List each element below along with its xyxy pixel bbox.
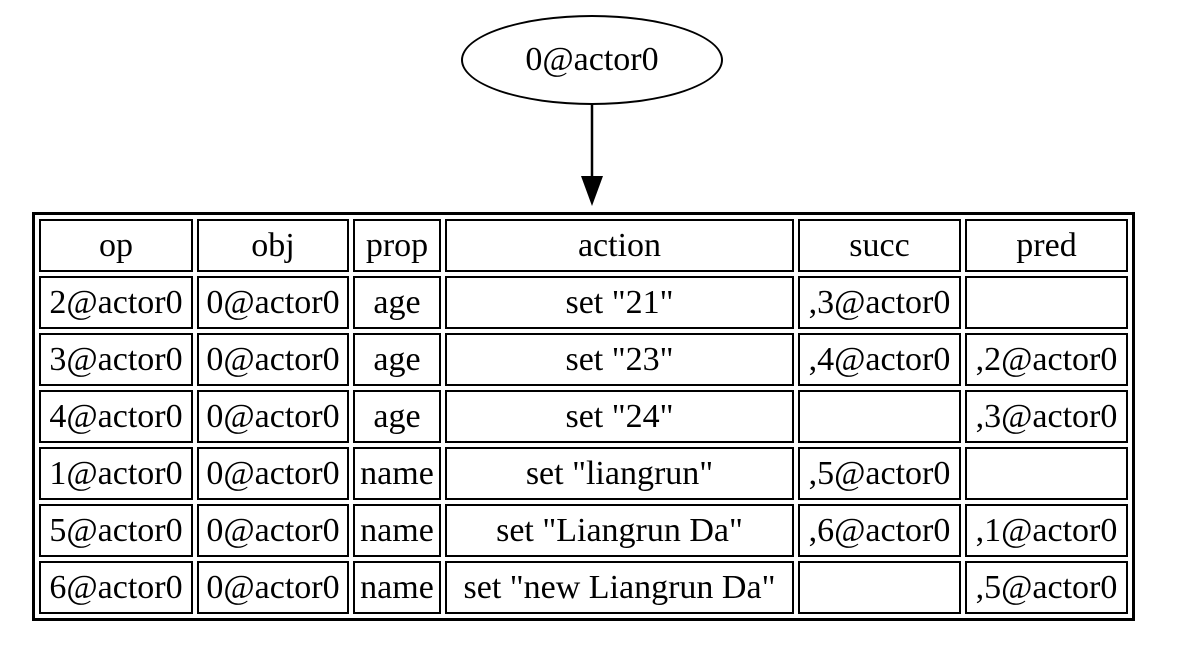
cell-action: set "24"	[445, 390, 794, 443]
ops-table: op obj prop action succ pred 2@actor0 0@…	[32, 212, 1135, 621]
cell-action: set "Liangrun Da"	[445, 504, 794, 557]
cell-action: set "new Liangrun Da"	[445, 561, 794, 614]
cell-succ	[798, 390, 961, 443]
cell-obj: 0@actor0	[197, 504, 349, 557]
table-header-row: op obj prop action succ pred	[39, 219, 1128, 272]
header-op: op	[39, 219, 193, 272]
root-node-label: 0@actor0	[525, 41, 659, 78]
cell-op: 2@actor0	[39, 276, 193, 329]
table-row: 6@actor0 0@actor0 name set "new Liangrun…	[39, 561, 1128, 614]
cell-op: 3@actor0	[39, 333, 193, 386]
cell-op: 5@actor0	[39, 504, 193, 557]
cell-op: 4@actor0	[39, 390, 193, 443]
arrowhead	[581, 176, 603, 206]
cell-obj: 0@actor0	[197, 333, 349, 386]
cell-pred: ,3@actor0	[965, 390, 1128, 443]
cell-prop: age	[353, 276, 441, 329]
cell-action: set "23"	[445, 333, 794, 386]
header-action: action	[445, 219, 794, 272]
cell-succ: ,4@actor0	[798, 333, 961, 386]
cell-succ	[798, 561, 961, 614]
cell-succ: ,3@actor0	[798, 276, 961, 329]
cell-prop: age	[353, 390, 441, 443]
cell-action: set "21"	[445, 276, 794, 329]
cell-obj: 0@actor0	[197, 276, 349, 329]
cell-prop: name	[353, 561, 441, 614]
cell-prop: name	[353, 504, 441, 557]
cell-obj: 0@actor0	[197, 447, 349, 500]
cell-pred: ,2@actor0	[965, 333, 1128, 386]
cell-succ: ,5@actor0	[798, 447, 961, 500]
cell-prop: age	[353, 333, 441, 386]
cell-op: 6@actor0	[39, 561, 193, 614]
table-row: 5@actor0 0@actor0 name set "Liangrun Da"…	[39, 504, 1128, 557]
cell-pred: ,1@actor0	[965, 504, 1128, 557]
edge-arrow	[581, 105, 603, 206]
cell-action: set "liangrun"	[445, 447, 794, 500]
cell-pred: ,5@actor0	[965, 561, 1128, 614]
root-node: 0@actor0	[461, 15, 723, 105]
table-row: 3@actor0 0@actor0 age set "23" ,4@actor0…	[39, 333, 1128, 386]
header-prop: prop	[353, 219, 441, 272]
cell-pred	[965, 447, 1128, 500]
cell-prop: name	[353, 447, 441, 500]
header-obj: obj	[197, 219, 349, 272]
cell-obj: 0@actor0	[197, 390, 349, 443]
cell-pred	[965, 276, 1128, 329]
cell-obj: 0@actor0	[197, 561, 349, 614]
cell-op: 1@actor0	[39, 447, 193, 500]
table-row: 2@actor0 0@actor0 age set "21" ,3@actor0	[39, 276, 1128, 329]
cell-succ: ,6@actor0	[798, 504, 961, 557]
header-succ: succ	[798, 219, 961, 272]
header-pred: pred	[965, 219, 1128, 272]
table-row: 1@actor0 0@actor0 name set "liangrun" ,5…	[39, 447, 1128, 500]
table-row: 4@actor0 0@actor0 age set "24" ,3@actor0	[39, 390, 1128, 443]
